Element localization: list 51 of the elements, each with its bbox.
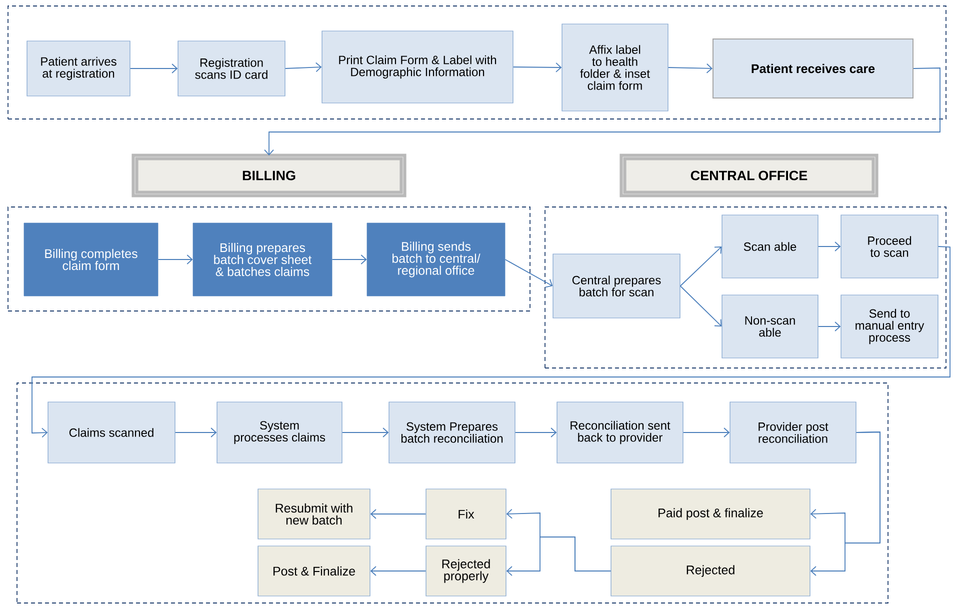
process-box: Rejected properly bbox=[426, 546, 506, 596]
process-box: Rejected bbox=[610, 546, 810, 596]
process-box: Send to manual entry process bbox=[840, 294, 938, 358]
arrow bbox=[504, 259, 553, 288]
dashed-group-frame bbox=[8, 206, 530, 312]
arrow bbox=[264, 68, 940, 156]
arrow bbox=[668, 63, 712, 74]
dashed-group-frame bbox=[8, 6, 946, 120]
arrow bbox=[158, 254, 193, 264]
arrow bbox=[514, 428, 557, 438]
arrow bbox=[810, 432, 880, 576]
arrow bbox=[818, 322, 841, 332]
process-box: Billing prepares batch cover sheet & batches claims bbox=[192, 222, 332, 296]
arrow bbox=[818, 242, 841, 252]
arrow bbox=[32, 246, 950, 438]
process-box: Registration scans ID card bbox=[178, 40, 286, 96]
process-box: Patient receives care bbox=[712, 38, 914, 98]
process-box: Paid post & finalize bbox=[610, 488, 810, 540]
process-box: System Prepares batch reconciliation bbox=[388, 402, 516, 464]
dashed-group-frame bbox=[16, 382, 888, 604]
process-box: Post & Finalize bbox=[258, 546, 370, 596]
process-box: Billing completes claim form bbox=[24, 222, 158, 296]
process-box: Non-scan able bbox=[722, 294, 818, 358]
arrow bbox=[680, 246, 722, 286]
process-box: Fix bbox=[426, 488, 506, 540]
process-box: Resubmit with new batch bbox=[258, 488, 370, 540]
process-box: Proceed to scan bbox=[840, 214, 938, 278]
process-box: System processes claims bbox=[216, 402, 342, 464]
process-box: Patient arrives at registration bbox=[26, 40, 130, 96]
process-box: Provider post reconciliation bbox=[730, 402, 856, 464]
arrow bbox=[682, 428, 730, 438]
process-box: Scan able bbox=[722, 214, 818, 278]
arrow bbox=[370, 509, 426, 519]
process-box: Billing sends batch to central/ regional office bbox=[366, 222, 506, 296]
process-box: Print Claim Form & Label with Demographic Information bbox=[322, 30, 514, 104]
process-box: Affix label to health folder & inset claim form bbox=[562, 24, 668, 112]
process-box: Central prepares batch for scan bbox=[552, 254, 680, 318]
dashed-group-frame bbox=[544, 206, 946, 368]
arrow bbox=[506, 536, 612, 576]
process-box: Reconciliation sent back to provider bbox=[556, 402, 684, 464]
section-header: CENTRAL OFFICE bbox=[620, 154, 878, 198]
process-box: Claims scanned bbox=[48, 402, 176, 464]
section-header: BILLING bbox=[132, 154, 406, 198]
arrow bbox=[680, 286, 722, 326]
arrow bbox=[284, 62, 322, 72]
arrow bbox=[342, 428, 389, 438]
arrow bbox=[332, 254, 367, 264]
arrow bbox=[130, 64, 178, 74]
arrow bbox=[370, 566, 426, 576]
arrow bbox=[512, 62, 562, 72]
arrow bbox=[174, 428, 217, 438]
